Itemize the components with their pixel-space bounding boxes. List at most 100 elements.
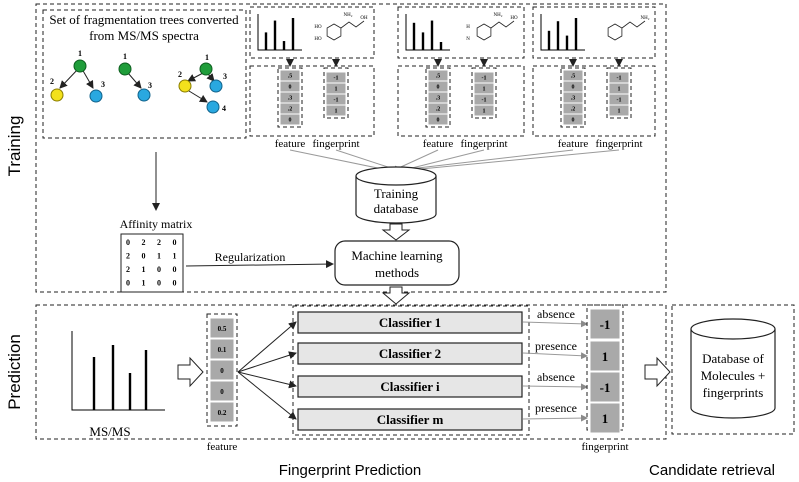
- compound-fingerprint-frame: [323, 67, 349, 119]
- fingerprint-cell-value: 1: [483, 109, 486, 115]
- tree-node-label: 3: [148, 81, 152, 90]
- affinity-matrix-box: [120, 233, 184, 293]
- fingerprint-cell-value: 1: [618, 109, 621, 115]
- affinity-cell: 0: [142, 252, 146, 261]
- feature-cell-value: 0: [437, 118, 440, 124]
- compound-feature-frame: [425, 67, 451, 128]
- prediction-feature-cell: [209, 380, 235, 402]
- classifier-label: Classifier m: [377, 412, 444, 427]
- candidate-retrieval-caption: Candidate retrieval: [649, 462, 775, 479]
- classifier-label: Classifier 1: [379, 315, 441, 330]
- fingerprint-cell-value: -1: [617, 76, 622, 82]
- tree-node: [89, 89, 103, 103]
- predicted-fingerprint-cell: [589, 340, 621, 372]
- tree-node-label: 1: [123, 52, 127, 61]
- affinity-cell: 1: [142, 279, 146, 288]
- feature-cell-value: 0: [572, 118, 575, 124]
- affinity-cell: 0: [157, 265, 161, 274]
- training-database-line2: database: [374, 201, 419, 216]
- fingerprint-cell: [473, 104, 495, 117]
- compound-feature-frame: [560, 67, 586, 128]
- classifier-edge-label: presence: [535, 339, 577, 353]
- msms-spectrum: [71, 331, 165, 411]
- affinity-cell: 1: [157, 252, 161, 261]
- retrieval-db-line1: Database of: [702, 351, 764, 366]
- compound-spectrum-frame: [532, 6, 656, 59]
- trees-title-line2: from MS/MS spectra: [89, 28, 199, 43]
- feature-to-classifier-arrow: [237, 371, 297, 389]
- affinity-cell: 2: [126, 265, 130, 274]
- classifier-box: [297, 408, 523, 431]
- to-database-arrow: [391, 149, 574, 174]
- msms-label: MS/MS: [89, 424, 130, 439]
- feature-cell-value: .2: [571, 107, 576, 113]
- tree-node: [73, 59, 87, 73]
- feature-cell-value: .3: [436, 96, 441, 102]
- classifier-edge-label: absence: [537, 307, 575, 321]
- prediction-fingerprint-label: fingerprint: [581, 441, 628, 453]
- fingerprint-cell-value: -1: [334, 76, 339, 82]
- affinity-cell: 0: [173, 238, 177, 247]
- retrieval-frame: [671, 304, 795, 435]
- classifier-label: Classifier 2: [379, 346, 441, 361]
- compound-fingerprint-label: fingerprint: [595, 138, 642, 150]
- compound-spectrum-frame: [249, 6, 375, 59]
- molecule-ring: [326, 23, 342, 41]
- compound-feature-frame: [277, 67, 303, 128]
- compound-vector-frame: [532, 65, 656, 137]
- training-section-label: Training: [5, 116, 24, 177]
- fragmentation-trees-frame: [42, 9, 247, 139]
- molecule-atom-label: HO: [314, 25, 322, 30]
- affinity-cell: 1: [142, 265, 146, 274]
- feature-cell-value: .5: [571, 74, 576, 80]
- compound-feature-label: feature: [275, 138, 306, 150]
- classifier-to-output-arrow: [522, 383, 588, 391]
- tree-node: [50, 88, 64, 102]
- training-database: Training database: [355, 166, 437, 224]
- ml-to-classifiers-arrow: [381, 286, 411, 305]
- feature-cell-value: .3: [288, 96, 293, 102]
- feature-cell-value: 0: [437, 85, 440, 91]
- prediction-feature-value: 0: [220, 367, 224, 375]
- tree-node: [118, 62, 132, 76]
- predicted-fingerprint-value: 1: [602, 349, 609, 364]
- molecule-atom-label: NH₂: [344, 13, 353, 18]
- molecule-ring: [607, 23, 623, 41]
- fingerprint-cell-value: 1: [618, 87, 621, 93]
- affinity-cell: 0: [126, 279, 130, 288]
- feature-cell: [279, 113, 301, 126]
- compound-spectrum-axis: [540, 14, 585, 51]
- feature-cell: [562, 113, 584, 126]
- molecule-chain: [340, 20, 365, 29]
- ml-methods-box: [334, 240, 460, 286]
- tree-node-label: 2: [178, 70, 182, 79]
- compound-fingerprint-frame: [606, 67, 632, 119]
- affinity-cell: 2: [157, 238, 161, 247]
- molecule-atom-label: OH: [360, 16, 368, 21]
- tree-node-label: 4: [222, 104, 226, 113]
- fingerprint-cell: [608, 104, 630, 117]
- feature-cell-value: .5: [288, 74, 293, 80]
- classifier-box: [297, 311, 523, 334]
- classifier-group-frame: [292, 305, 530, 436]
- classifier-edge-label: presence: [535, 401, 577, 415]
- tree-node: [209, 79, 223, 93]
- fingerprint-cell-value: -1: [482, 98, 487, 104]
- tree-node-label: 3: [101, 80, 105, 89]
- feature-to-classifier-arrow: [237, 321, 297, 373]
- compound-feature-label: feature: [558, 138, 589, 150]
- feature-cell-value: 0: [572, 85, 575, 91]
- prediction-feature-value: 0: [220, 388, 224, 396]
- compound-spectrum-frame: [397, 6, 525, 59]
- affinity-cell: 1: [173, 252, 177, 261]
- tree-node: [206, 100, 220, 114]
- feature-to-classifier-arrow: [237, 351, 297, 373]
- fingerprint-cell-value: 1: [335, 109, 338, 115]
- retrieval-db-line2: Molecules +: [701, 368, 766, 383]
- affinity-matrix-title: Affinity matrix: [120, 217, 193, 231]
- prediction-feature-value: 0.5: [218, 325, 227, 333]
